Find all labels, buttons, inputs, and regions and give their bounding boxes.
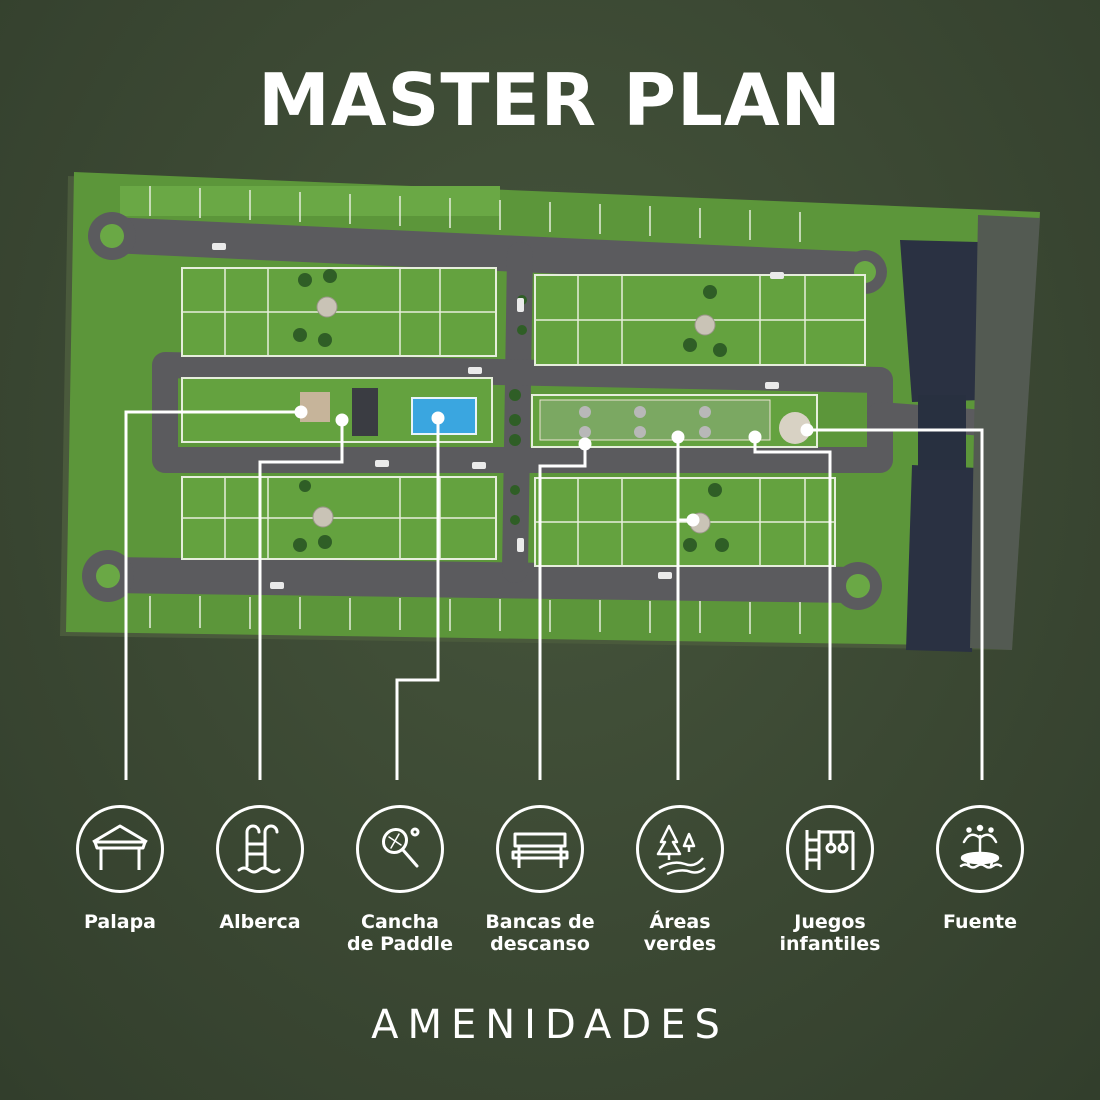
callout-dots	[294, 405, 814, 527]
palapa-callout-line	[124, 410, 301, 780]
clubhouse	[352, 388, 378, 436]
playground-icon	[786, 805, 874, 893]
bench-pavilions	[579, 406, 711, 438]
gatehouse-south	[906, 465, 978, 652]
fountain-icon	[936, 805, 1024, 893]
garden-walk	[539, 399, 771, 441]
juegos-callout-line	[753, 437, 832, 780]
fountain-plaza	[779, 412, 811, 444]
amenity-bancas: Bancas de descanso	[460, 805, 620, 955]
amenity-label: Palapa	[84, 911, 156, 933]
fuente-callout-line	[807, 428, 984, 780]
cars	[212, 243, 784, 589]
amenity-cancha: Cancha de Paddle	[320, 805, 480, 955]
paddle-racket-icon	[356, 805, 444, 893]
callout-lines	[124, 410, 984, 780]
bancas-callout-line	[538, 444, 587, 780]
gatehouse-north	[900, 240, 984, 402]
amenity-areas: Áreas verdes	[600, 805, 760, 955]
page-title: MASTER PLAN	[258, 58, 842, 142]
amenity-alberca: Alberca	[180, 805, 340, 933]
amenity-label: Alberca	[219, 911, 301, 933]
amenity-palapa: Palapa	[40, 805, 200, 933]
bench-icon	[496, 805, 584, 893]
amenity-label: Cancha de Paddle	[347, 911, 453, 955]
amenity-fuente: Fuente	[900, 805, 1060, 933]
section-title: AMENIDADES	[371, 1002, 729, 1048]
garden-roundabouts	[312, 296, 716, 534]
amenity-label: Fuente	[943, 911, 1017, 933]
trees-icon	[636, 805, 724, 893]
amenity-label: Bancas de descanso	[485, 911, 595, 955]
amenity-label: Juegos infantiles	[779, 911, 881, 955]
alberca-callout-line	[258, 420, 344, 780]
pool-ladder-icon	[216, 805, 304, 893]
amenity-label: Áreas verdes	[643, 911, 717, 955]
pool	[411, 397, 477, 435]
palapa-icon	[76, 805, 164, 893]
amenity-juegos: Juegos infantiles	[750, 805, 910, 955]
cancha-callout-line	[395, 418, 440, 780]
